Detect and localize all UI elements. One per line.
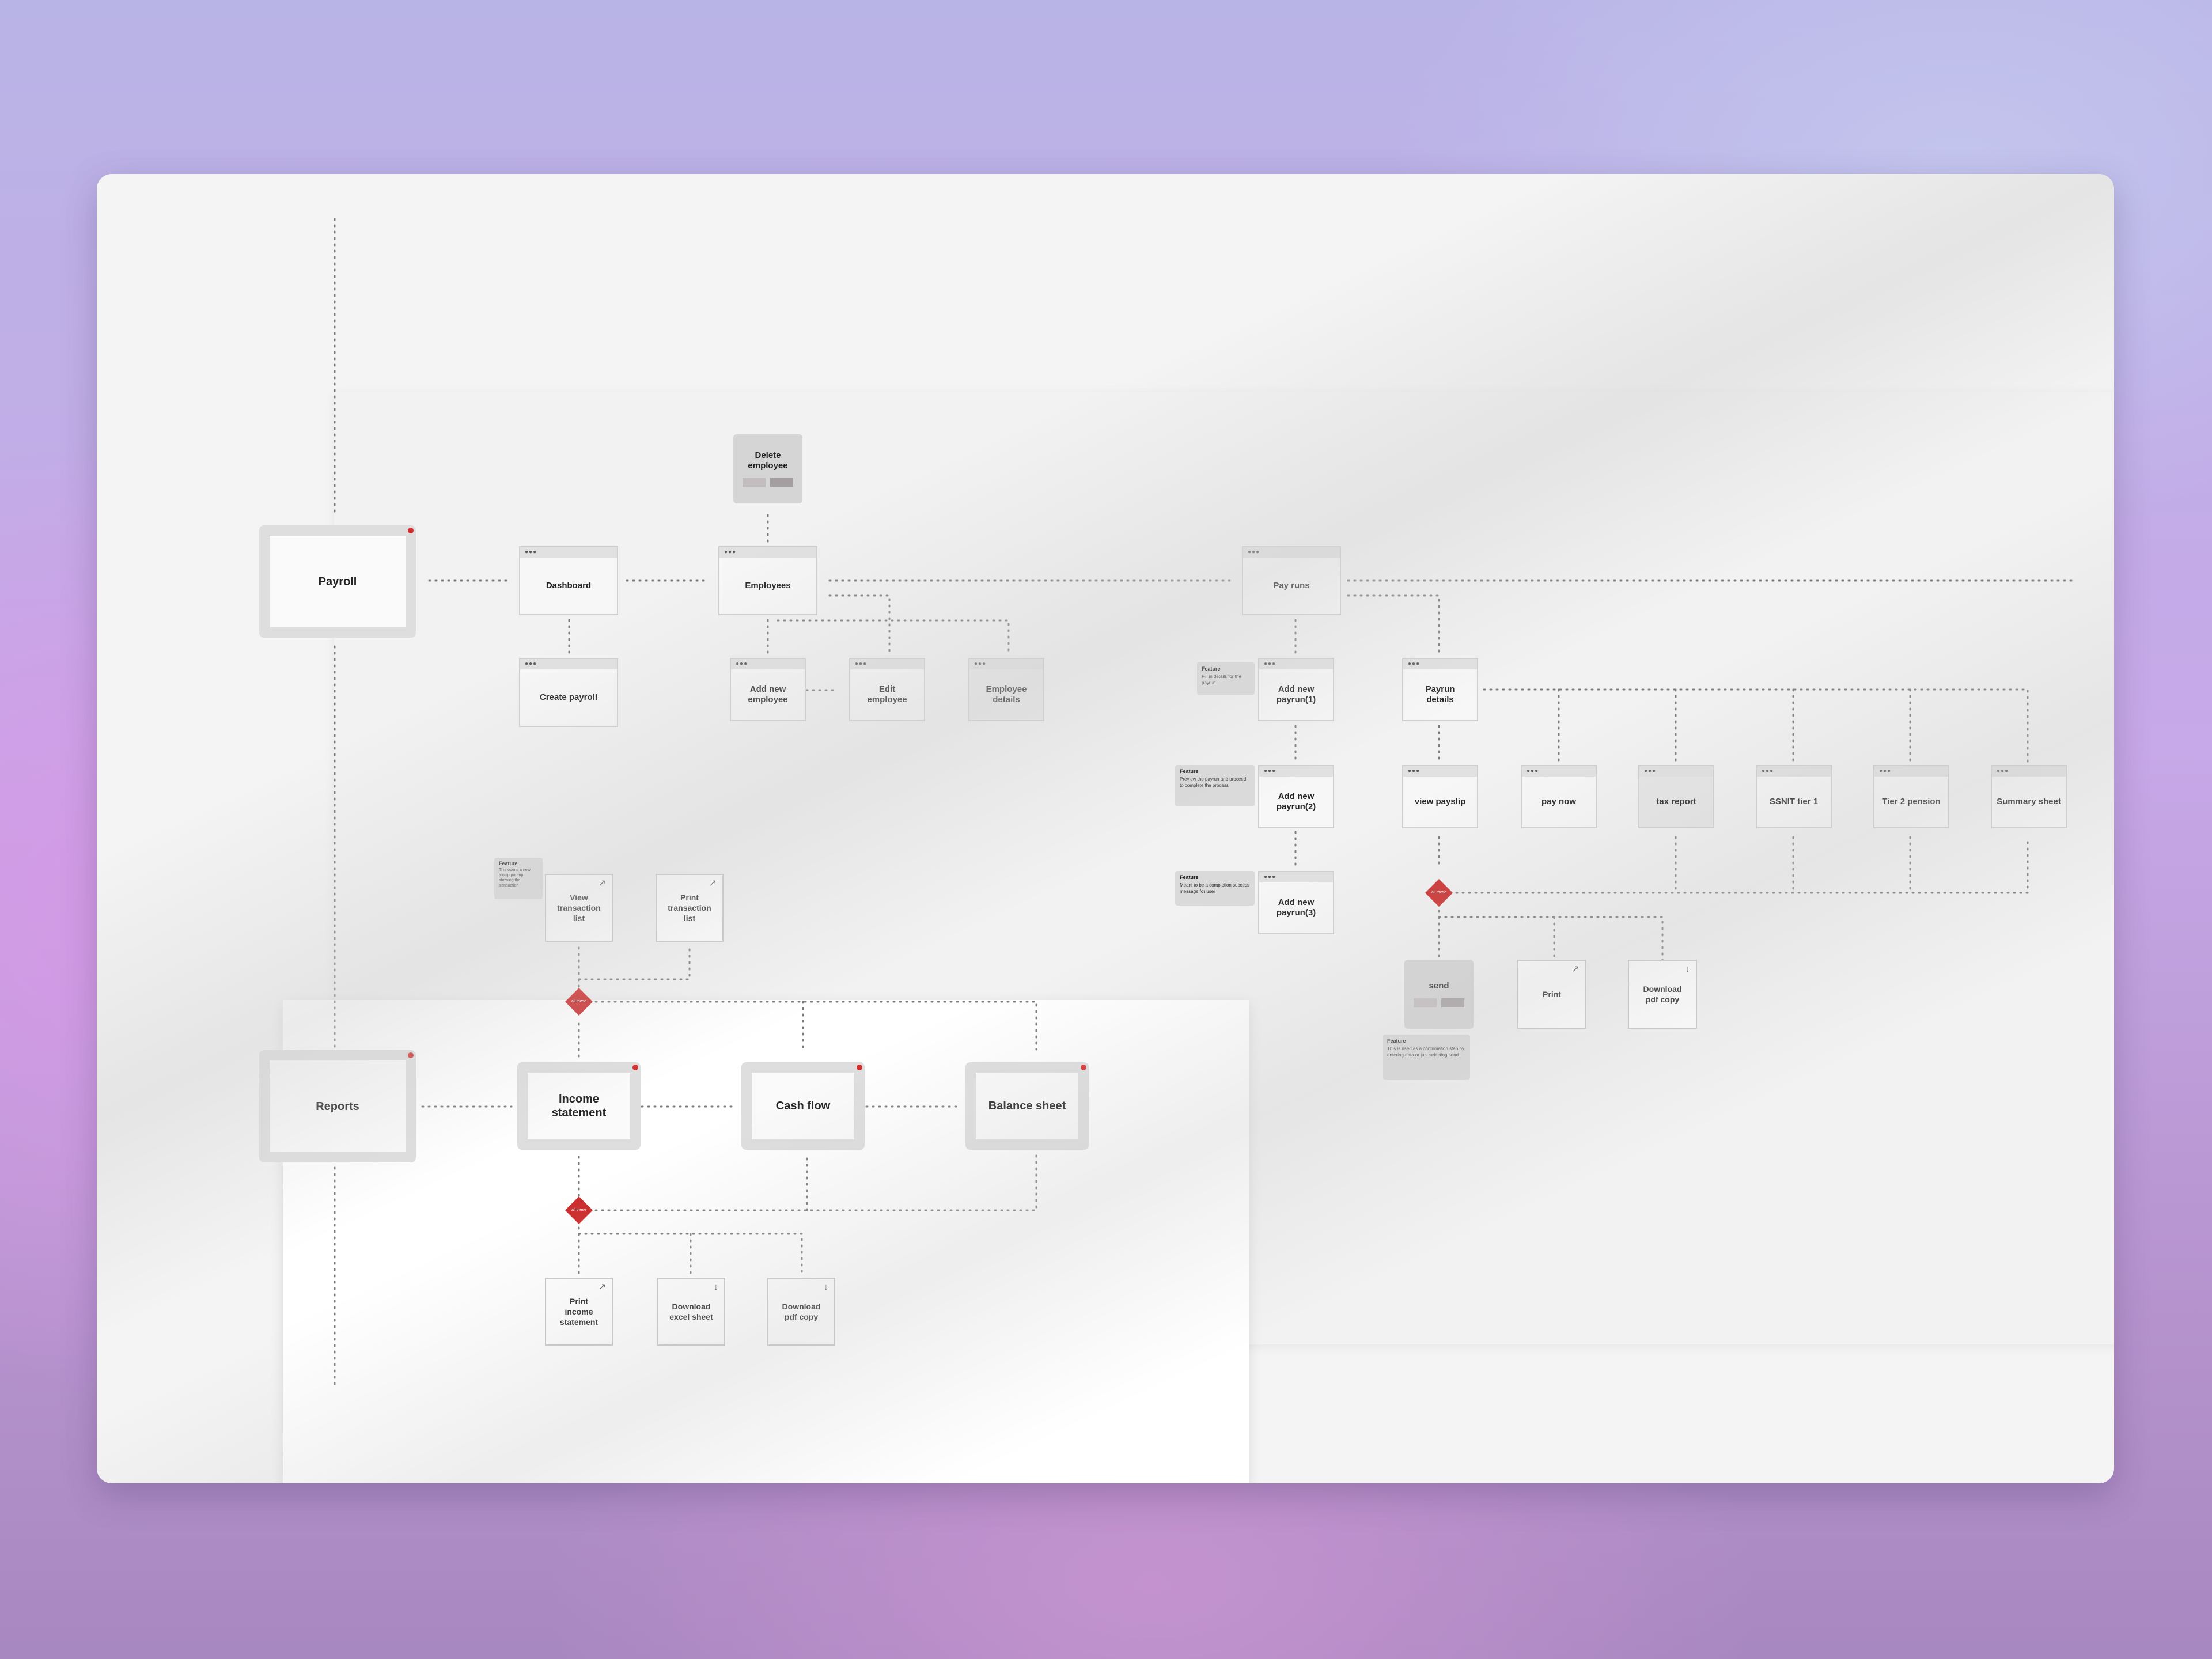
status-dot [408, 1052, 414, 1058]
modal-buttons [1414, 998, 1464, 1007]
status-dot [1081, 1065, 1086, 1070]
external-link-icon: ↗ [709, 878, 717, 888]
ssnit-tier-1-label: SSNIT tier 1 [1769, 797, 1819, 806]
connector-lines [334, 218, 2077, 1388]
payrun-details-node[interactable]: ●●● Payrun details [1402, 658, 1478, 721]
employees-node[interactable]: ●●● Employees [718, 546, 817, 615]
cash-flow-label: Cash flow [775, 1100, 831, 1112]
print-income-statement-node[interactable]: ↗ Print income statement [545, 1278, 613, 1346]
view-transaction-list-label: View transaction list [557, 893, 601, 923]
view-transaction-list-node[interactable]: ↗ View transaction list [545, 874, 613, 942]
pay-now-label: pay now [1541, 797, 1576, 806]
status-dot [632, 1065, 638, 1070]
download-icon: ↓ [824, 1282, 828, 1292]
add-new-employee-node[interactable]: ●●● Add new employee [730, 658, 806, 721]
delete-employee-modal[interactable]: Delete employee [733, 434, 802, 503]
external-link-icon: ↗ [598, 878, 606, 888]
modal-buttons [743, 478, 793, 487]
send-label: send [1429, 981, 1449, 991]
payroll-label: Payroll [318, 575, 357, 588]
download-icon: ↓ [714, 1282, 718, 1292]
cash-flow-node[interactable]: Cash flow [741, 1062, 865, 1150]
external-link-icon: ↗ [598, 1282, 606, 1292]
send-modal[interactable]: send [1404, 960, 1474, 1029]
download-excel-sheet-node[interactable]: ↓ Download excel sheet [657, 1278, 725, 1346]
download-pdf-reports-node[interactable]: ↓ Download pdf copy [767, 1278, 835, 1346]
download-pdf-reports-label: Download pdf copy [782, 1302, 821, 1321]
reports-decision-bottom-label: all these [571, 1208, 587, 1212]
employees-label: Employees [745, 581, 791, 590]
add-new-payrun-3-node[interactable]: ●●● Add new payrun(3) [1258, 871, 1334, 934]
ssnit-tier-1-node[interactable]: ●●● SSNIT tier 1 [1756, 765, 1832, 828]
create-payroll-node[interactable]: ●●● Create payroll [519, 658, 618, 727]
download-pdf-payrun-label: Download pdf copy [1643, 984, 1682, 1004]
payroll-node[interactable]: Payroll [259, 525, 416, 638]
print-transaction-list-label: Print transaction list [668, 893, 711, 923]
dashboard-node[interactable]: ●●● Dashboard [519, 546, 618, 615]
add-new-payrun-1-node[interactable]: ●●● Add new payrun(1) [1258, 658, 1334, 721]
add-new-payrun-2-label: Add new payrun(2) [1276, 791, 1316, 812]
tier-2-pension-label: Tier 2 pension [1882, 797, 1941, 806]
add-new-employee-label: Add new employee [748, 684, 788, 704]
payrun-details-label: Payrun details [1425, 684, 1455, 704]
reports-label: Reports [316, 1100, 359, 1113]
view-payslip-label: view payslip [1414, 797, 1466, 806]
edit-employee-label: Edit employee [867, 684, 907, 704]
balance-sheet-node[interactable]: Balance sheet [965, 1062, 1089, 1150]
print-transaction-list-node[interactable]: ↗ Print transaction list [656, 874, 724, 942]
balance-sheet-label: Balance sheet [988, 1100, 1066, 1112]
tax-report-label: tax report [1656, 797, 1696, 806]
payrun-decision-label: all these [1431, 891, 1447, 895]
employee-details-node[interactable]: ●●● Employee details [968, 658, 1044, 721]
summary-sheet-node[interactable]: ●●● Summary sheet [1991, 765, 2067, 828]
pay-runs-node[interactable]: ●●● Pay runs [1242, 546, 1341, 615]
external-link-icon: ↗ [1571, 964, 1580, 974]
download-icon: ↓ [1685, 964, 1690, 974]
reports-decision-top-label: all these [571, 999, 587, 1003]
status-dot [857, 1065, 862, 1070]
print-income-statement-label: Print income statement [559, 1297, 599, 1327]
edit-employee-node[interactable]: ●●● Edit employee [849, 658, 925, 721]
summary-sheet-label: Summary sheet [1997, 797, 2061, 806]
employee-details-label: Employee details [986, 684, 1027, 704]
print-payrun-node[interactable]: ↗ Print [1517, 960, 1586, 1029]
pay-now-node[interactable]: ●●● pay now [1521, 765, 1597, 828]
create-payroll-label: Create payroll [539, 692, 598, 702]
delete-employee-label: Delete employee [748, 450, 788, 471]
tax-report-node[interactable]: ●●● tax report [1638, 765, 1714, 828]
download-pdf-payrun-node[interactable]: ↓ Download pdf copy [1628, 960, 1697, 1029]
dashboard-label: Dashboard [546, 581, 592, 590]
status-dot [408, 528, 414, 533]
pay-runs-label: Pay runs [1273, 581, 1310, 590]
print-label: Print [1543, 990, 1561, 999]
add-new-payrun-1-label: Add new payrun(1) [1276, 684, 1316, 704]
canvas-card: Payroll ●●● Dashboard ●●● Create payroll… [97, 174, 2114, 1483]
download-excel-sheet-label: Download excel sheet [669, 1302, 713, 1321]
view-payslip-node[interactable]: ●●● view payslip [1402, 765, 1478, 828]
reports-node[interactable]: Reports [259, 1050, 416, 1162]
income-statement-label: Income statement [551, 1093, 607, 1119]
income-statement-node[interactable]: Income statement [517, 1062, 641, 1150]
add-new-payrun-3-label: Add new payrun(3) [1276, 897, 1316, 918]
add-new-payrun-2-node[interactable]: ●●● Add new payrun(2) [1258, 765, 1334, 828]
tier-2-pension-node[interactable]: ●●● Tier 2 pension [1873, 765, 1949, 828]
